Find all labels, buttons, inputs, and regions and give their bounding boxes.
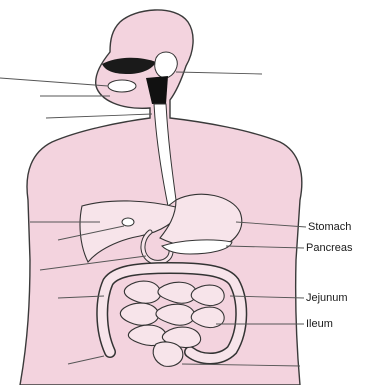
gallbladder bbox=[122, 218, 134, 226]
stomach-label: Stomach bbox=[308, 221, 351, 233]
pancreas-label: Pancreas bbox=[306, 242, 352, 254]
rectum bbox=[153, 342, 183, 366]
ileum-label: Ileum bbox=[306, 318, 333, 330]
tongue bbox=[108, 80, 136, 92]
jejunum-label: Jejunum bbox=[306, 292, 348, 304]
